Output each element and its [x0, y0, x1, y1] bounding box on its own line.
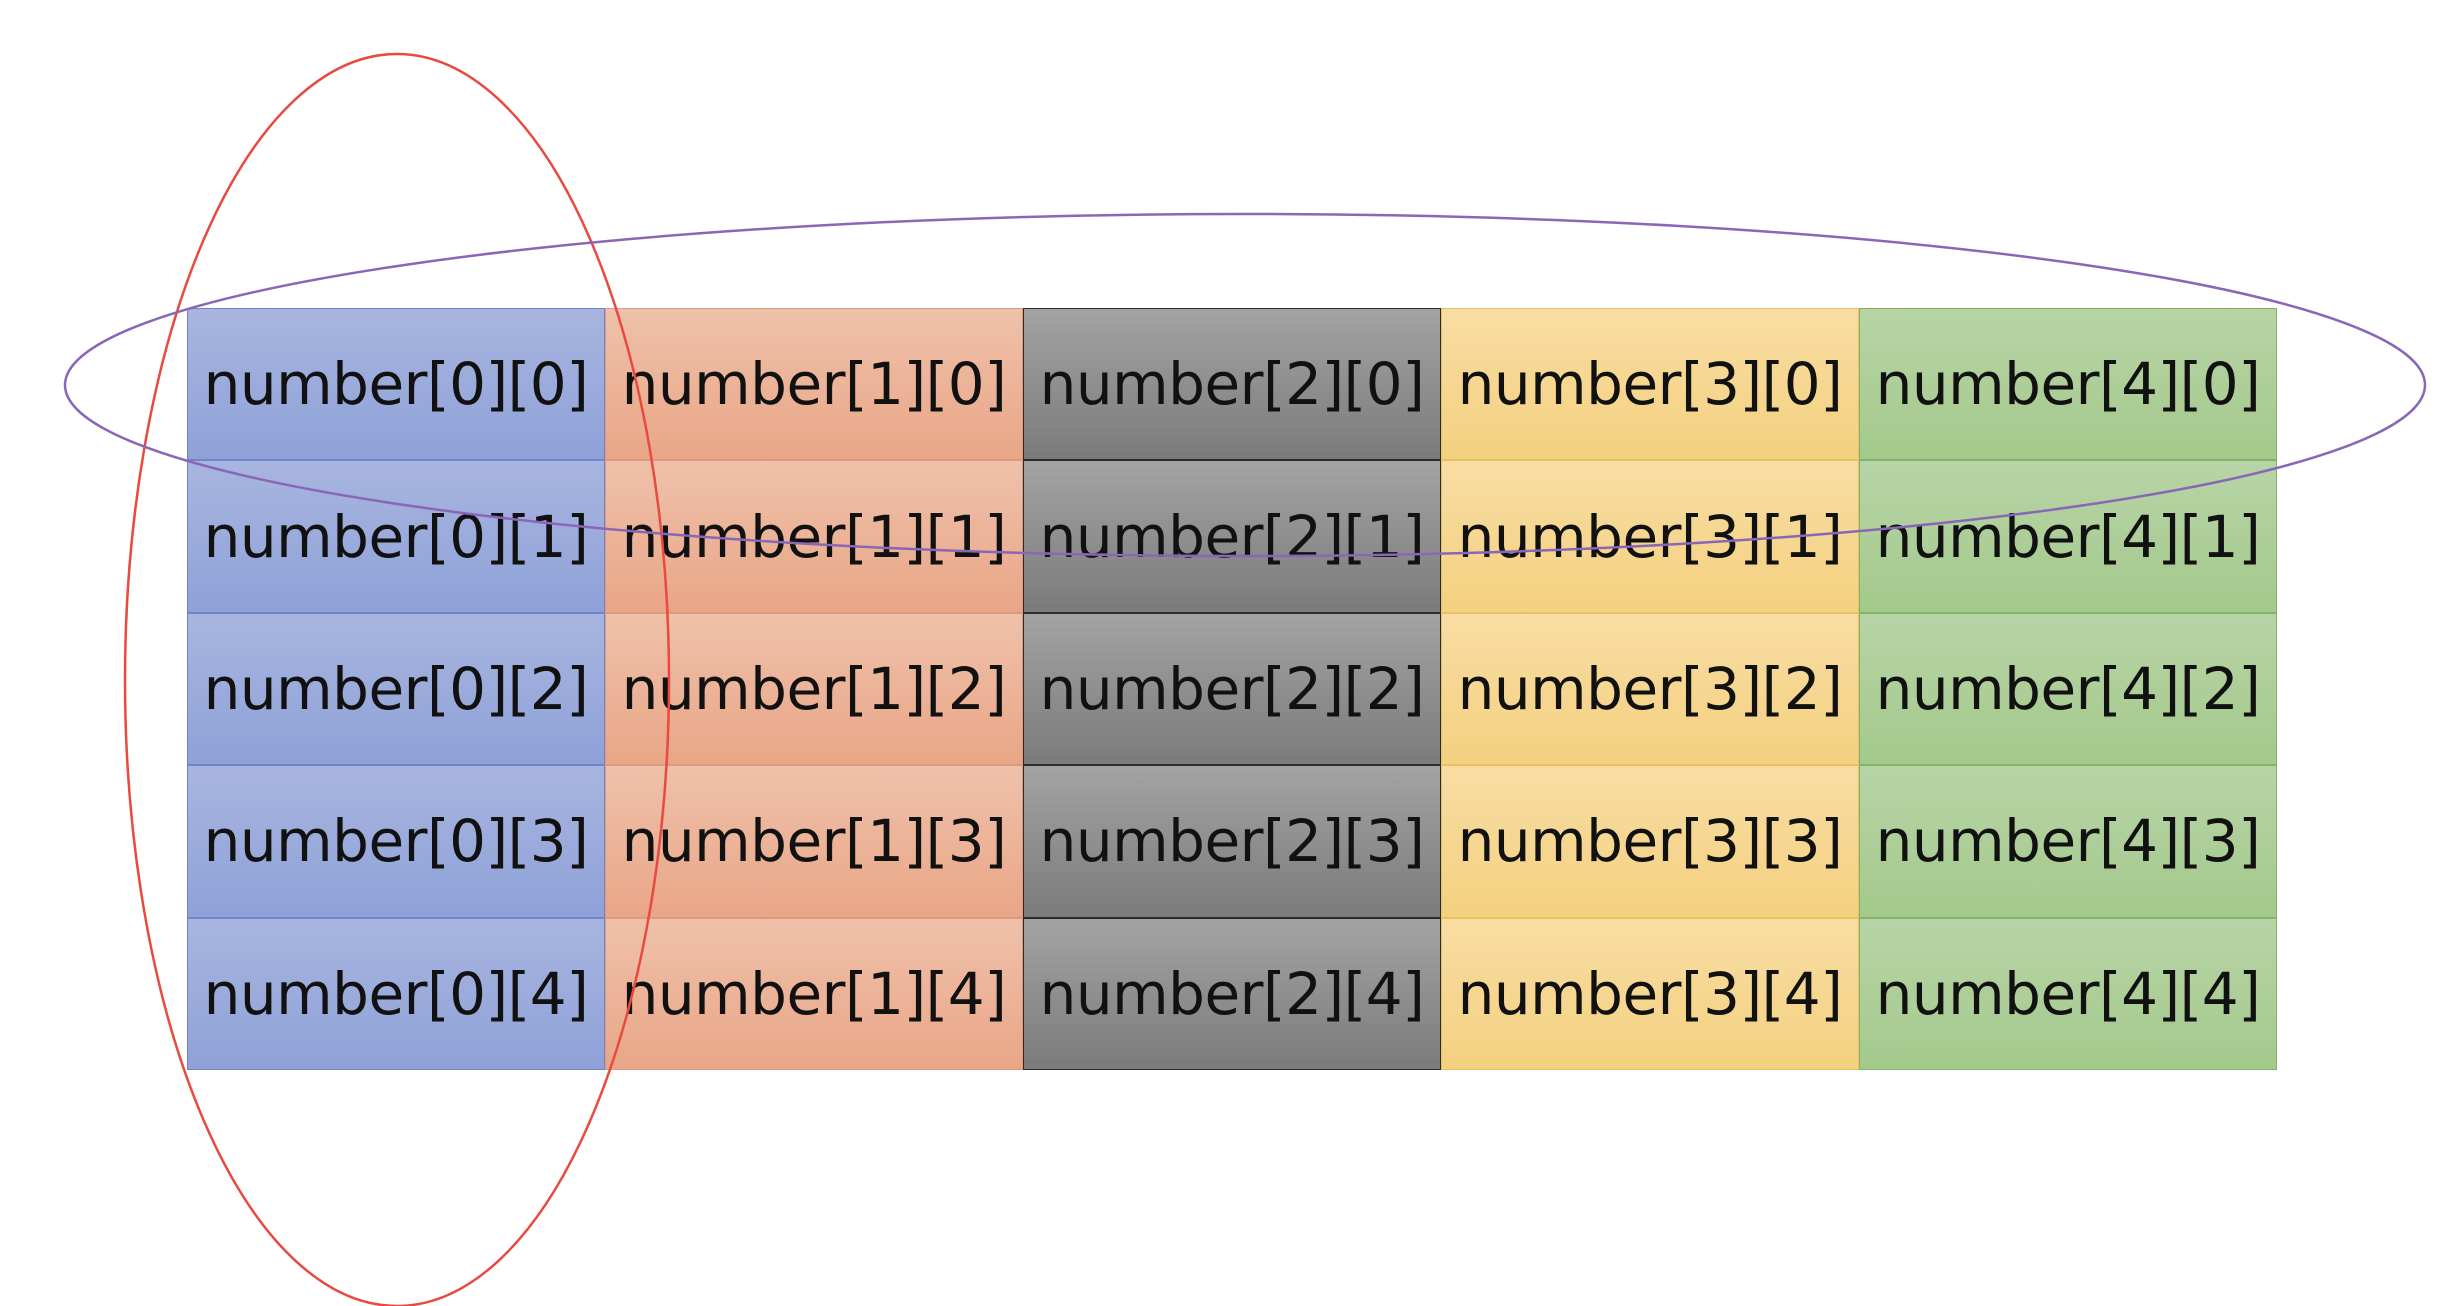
cell-2-0: number[2][0] [1023, 308, 1441, 461]
cell-2-4: number[2][4] [1023, 917, 1441, 1070]
cell-3-2: number[3][2] [1441, 612, 1859, 766]
cell-1-1: number[1][1] [605, 460, 1023, 613]
cell-3-0: number[3][0] [1441, 308, 1859, 461]
array-grid: number[0][0] number[1][0] number[2][0] n… [187, 308, 2277, 1070]
cell-2-3: number[2][3] [1023, 765, 1441, 918]
cell-4-2: number[4][2] [1859, 612, 2277, 766]
cell-2-1: number[2][1] [1023, 460, 1441, 613]
cell-4-4: number[4][4] [1859, 917, 2277, 1070]
cell-0-2: number[0][2] [187, 612, 605, 766]
cell-4-3: number[4][3] [1859, 765, 2277, 918]
cell-3-1: number[3][1] [1441, 460, 1859, 613]
cell-0-0: number[0][0] [187, 308, 605, 461]
cell-2-2: number[2][2] [1023, 612, 1441, 766]
cell-0-3: number[0][3] [187, 765, 605, 918]
cell-1-4: number[1][4] [605, 917, 1023, 1070]
cell-0-4: number[0][4] [187, 917, 605, 1070]
cell-3-4: number[3][4] [1441, 917, 1859, 1070]
cell-1-3: number[1][3] [605, 765, 1023, 918]
cell-0-1: number[0][1] [187, 460, 605, 613]
cell-3-3: number[3][3] [1441, 765, 1859, 918]
cell-4-0: number[4][0] [1859, 308, 2277, 461]
cell-4-1: number[4][1] [1859, 460, 2277, 613]
cell-1-0: number[1][0] [605, 308, 1023, 461]
cell-1-2: number[1][2] [605, 612, 1023, 766]
